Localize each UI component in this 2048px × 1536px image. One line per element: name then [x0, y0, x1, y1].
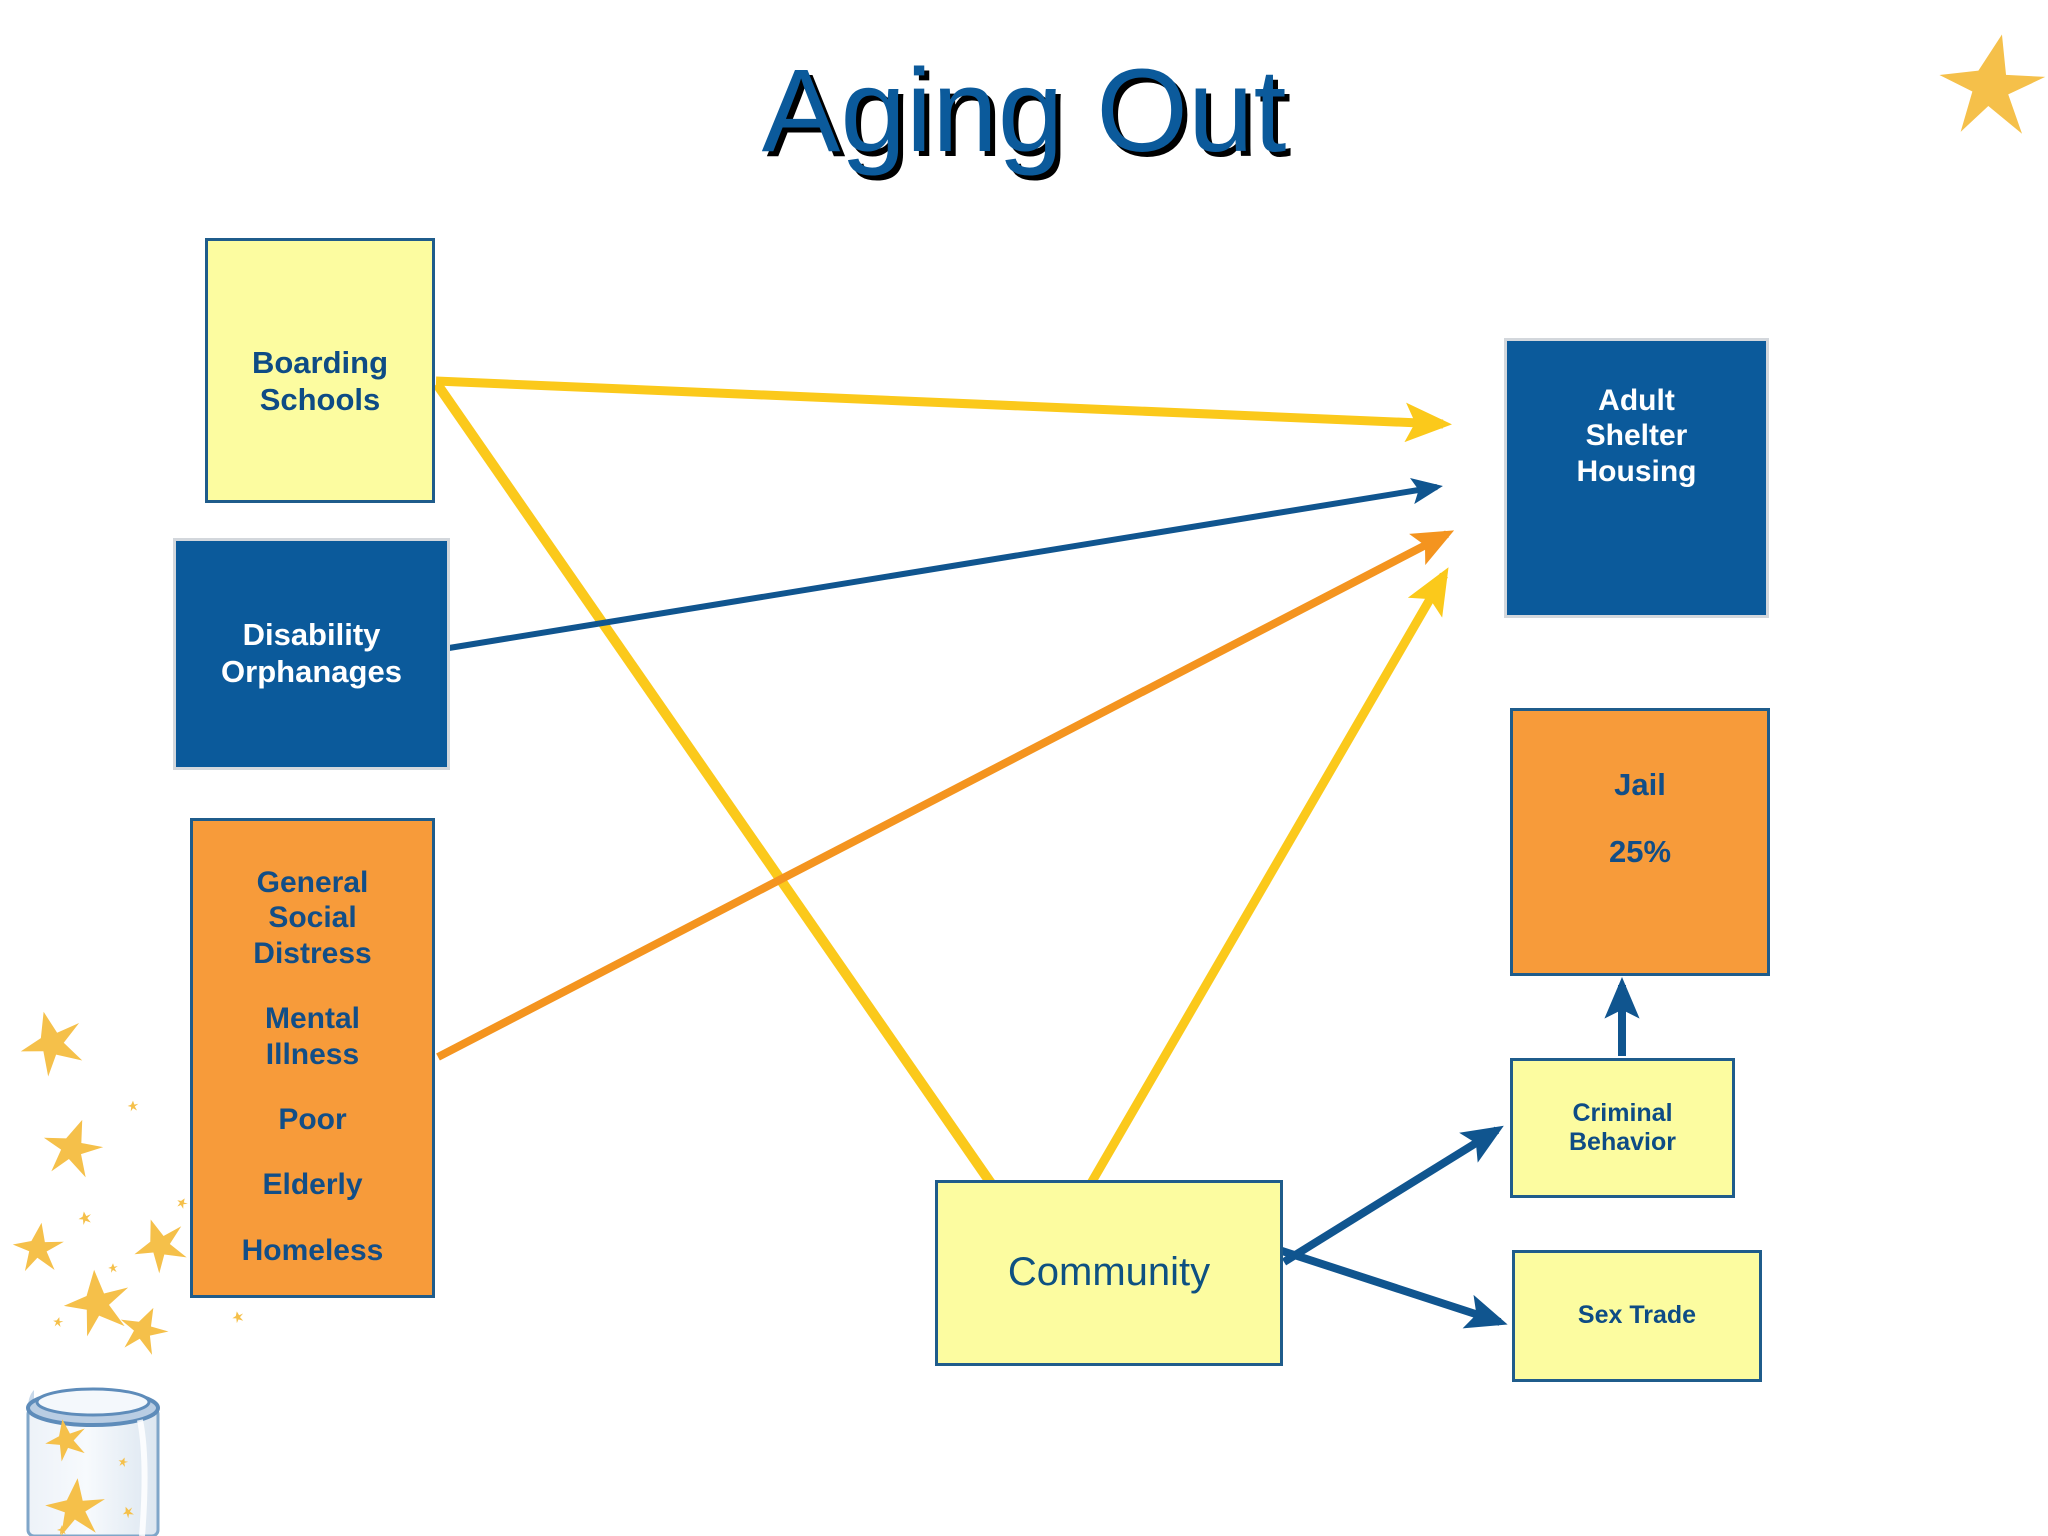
arrow-community-to-criminal-behavior: [1281, 1125, 1504, 1266]
node-disability-orphanages-line1: Disability: [242, 617, 381, 653]
node-disability-orphanages-line2: Orphanages: [221, 654, 402, 689]
node-general-distress-homeless: Homeless: [241, 1233, 384, 1267]
node-jail-percent: 25%: [1608, 833, 1672, 869]
arrow-disability-orphanages-to-adult-shelter: [448, 478, 1443, 651]
arrow-community-to-adult-shelter: [1086, 567, 1449, 1188]
node-community-label: Community: [1007, 1250, 1211, 1295]
node-general-distress-mental-line1: Mental: [264, 1002, 360, 1036]
node-sex-trade-label: Sex Trade: [1577, 1301, 1697, 1330]
node-general-distress-line3: Distress: [253, 936, 372, 970]
node-criminal-behavior[interactable]: Criminal Behavior: [1510, 1058, 1735, 1198]
node-jail[interactable]: Jail 25%: [1510, 708, 1770, 976]
node-sex-trade[interactable]: Sex Trade: [1512, 1250, 1762, 1382]
node-adult-shelter-line3: Housing: [1576, 454, 1697, 488]
node-criminal-behavior-line2: Behavior: [1569, 1128, 1676, 1156]
arrow-boarding-schools-to-adult-shelter: [435, 376, 1452, 443]
node-general-distress-line1: General: [256, 866, 369, 899]
node-adult-shelter-line2: Shelter: [1585, 419, 1688, 453]
node-general-distress-poor: Poor: [278, 1102, 347, 1136]
node-jail-label: Jail: [1614, 767, 1666, 802]
node-disability-orphanages[interactable]: Disability Orphanages: [173, 538, 450, 770]
page-title: Aging Out: [761, 45, 1287, 177]
node-adult-shelter-housing[interactable]: Adult Shelter Housing: [1504, 338, 1769, 618]
node-criminal-behavior-line1: Criminal: [1572, 1098, 1673, 1127]
node-general-distress-mental-line2: Illness: [265, 1037, 360, 1071]
node-boarding-schools[interactable]: Boarding Schools: [205, 238, 435, 503]
node-community[interactable]: Community: [935, 1180, 1283, 1366]
node-general-distress-line2: Social: [268, 901, 357, 935]
node-general-distress-elderly: Elderly: [262, 1168, 363, 1202]
node-boarding-schools-line2: Schools: [259, 381, 381, 417]
node-general-social-distress[interactable]: General Social Distress Mental Illness P…: [190, 818, 435, 1298]
arrow-general-distress-to-adult-shelter: [436, 530, 1455, 1061]
node-adult-shelter-line1: Adult: [1598, 384, 1675, 417]
node-boarding-schools-line1: Boarding: [251, 344, 389, 380]
